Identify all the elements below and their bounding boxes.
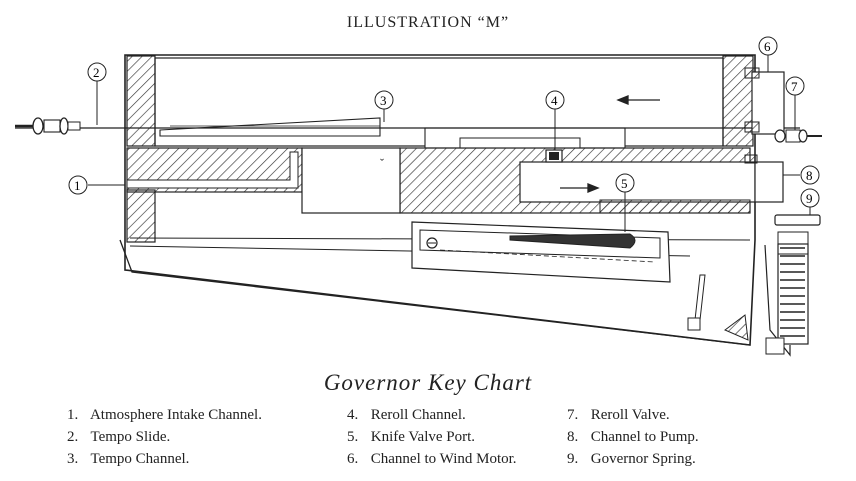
- key-item: 3. Tempo Channel.: [67, 448, 262, 470]
- key-label: Atmosphere Intake Channel.: [89, 407, 262, 423]
- key-label: Knife Valve Port.: [370, 429, 476, 445]
- key-label: Channel to Pump.: [590, 429, 699, 445]
- key-item: 4. Reroll Channel.: [347, 404, 517, 426]
- key-label: Reroll Valve.: [590, 407, 670, 423]
- key-label: Channel to Wind Motor.: [370, 451, 517, 467]
- key-item: 2. Tempo Slide.: [67, 426, 262, 448]
- key-number: 8.: [567, 429, 579, 445]
- key-number: 4.: [347, 407, 359, 423]
- svg-text:4: 4: [551, 93, 558, 108]
- governor-body: [124, 54, 756, 346]
- callout-7: 7: [785, 76, 805, 96]
- key-number: 6.: [347, 451, 359, 467]
- key-label: Tempo Channel.: [90, 451, 190, 467]
- governor-diagram: ˇ: [15, 54, 822, 357]
- callout-2: 2: [87, 62, 107, 82]
- atmosphere-channel: [126, 151, 299, 189]
- key-item: 8. Channel to Pump.: [567, 426, 699, 448]
- svg-text:8: 8: [806, 168, 813, 183]
- key-number: 3.: [67, 451, 79, 467]
- key-item: 1. Atmosphere Intake Channel.: [67, 404, 262, 426]
- wind-motor-channel: [744, 67, 785, 135]
- callout-4: 4: [545, 90, 565, 110]
- callout-1: 1: [68, 175, 88, 195]
- key-number: 9.: [567, 451, 579, 467]
- callout-6: 6: [758, 36, 778, 56]
- callout-3: 3: [374, 90, 394, 110]
- key-column-2: 4. Reroll Channel. 5. Knife Valve Port. …: [347, 404, 517, 470]
- callout-5: 5: [615, 173, 635, 193]
- key-chart-title: Governor Key Chart: [323, 370, 533, 395]
- callout-8: 8: [800, 165, 820, 185]
- svg-text:2: 2: [93, 65, 100, 80]
- callout-9: 9: [800, 188, 820, 208]
- svg-text:3: 3: [380, 93, 387, 108]
- key-item: 9. Governor Spring.: [567, 448, 699, 470]
- key-item: 6. Channel to Wind Motor.: [347, 448, 517, 470]
- key-number: 1.: [67, 407, 79, 423]
- key-item: 5. Knife Valve Port.: [347, 426, 517, 448]
- pump-channel: [744, 154, 784, 203]
- svg-text:7: 7: [791, 79, 798, 94]
- key-column-1: 1. Atmosphere Intake Channel. 2. Tempo S…: [67, 404, 262, 470]
- callout-markers: 1 2 3 4 5 6 7 8 9: [68, 36, 820, 208]
- knife-valve: [411, 221, 671, 283]
- key-item: 7. Reroll Valve.: [567, 404, 699, 426]
- governor-spring: [764, 214, 821, 357]
- svg-text:1: 1: [74, 178, 81, 193]
- key-label: Tempo Slide.: [90, 429, 171, 445]
- key-column-3: 7. Reroll Valve. 8. Channel to Pump. 9. …: [567, 404, 699, 470]
- illustration-title: ILLUSTRATION “M”: [346, 14, 510, 31]
- svg-text:5: 5: [621, 176, 628, 191]
- key-number: 7.: [567, 407, 579, 423]
- key-label: Governor Spring.: [590, 451, 696, 467]
- key-label: Reroll Channel.: [370, 407, 466, 423]
- reroll-valve-knob: [774, 129, 822, 143]
- svg-text:6: 6: [764, 39, 771, 54]
- key-number: 2.: [67, 429, 79, 445]
- tempo-slide-knob: [15, 117, 81, 135]
- key-number: 5.: [347, 429, 359, 445]
- flow-arrows: [560, 95, 660, 193]
- svg-text:9: 9: [806, 191, 813, 206]
- tempo-slide: [159, 117, 381, 137]
- svg-text:ˇ: ˇ: [380, 156, 384, 170]
